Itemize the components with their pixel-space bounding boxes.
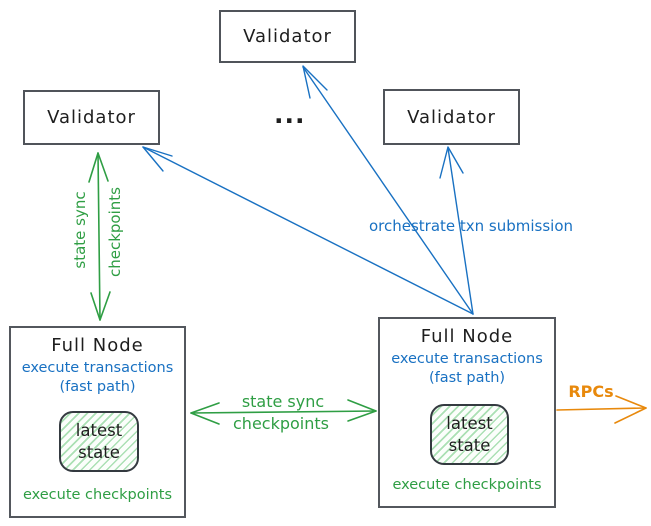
validator-label: Validator xyxy=(243,26,332,47)
latest-state-word1: latest xyxy=(446,414,493,434)
validator-label: Validator xyxy=(47,107,136,128)
state-sync-vertical-label1: state sync xyxy=(71,191,89,269)
latest-state-box: latest state xyxy=(59,411,139,472)
arrow-head-icon xyxy=(439,146,464,179)
orchestrate-txn-submission-label: orchestrate txn submission xyxy=(368,217,574,235)
state-sync-horizontal-label2: checkpoints xyxy=(233,414,329,433)
arrow-head-icon xyxy=(302,65,328,99)
latest-state-word1: latest xyxy=(75,421,123,441)
fast-path-label: (fast path) xyxy=(59,378,136,395)
state-sync-horizontal-line xyxy=(190,410,377,414)
latest-state-word2: state xyxy=(78,442,120,462)
execute-checkpoints-label: execute checkpoints xyxy=(392,477,542,493)
rpc-line xyxy=(556,407,647,411)
validator-label: Validator xyxy=(407,106,496,128)
full-node-box-left: Full Node execute transactions (fast pat… xyxy=(9,326,186,518)
state-sync-vertical-label2: checkpoints xyxy=(106,187,124,277)
validator-box-top: Validator xyxy=(219,10,356,63)
execute-checkpoints-label: execute checkpoints xyxy=(22,487,173,503)
execute-transactions-label: execute transactions xyxy=(21,360,174,376)
fast-path-label: (fast path) xyxy=(428,369,506,386)
arrow-left-head-icon xyxy=(190,402,220,425)
latest-state-box: latest state xyxy=(430,404,509,465)
full-node-title: Full Node xyxy=(420,326,514,347)
full-node-box-right: Full Node execute transactions (fast pat… xyxy=(378,317,556,508)
arrow-right-head-icon xyxy=(347,399,377,422)
execute-transactions-label: execute transactions xyxy=(391,351,543,367)
state-sync-horizontal-label1: state sync xyxy=(241,392,325,411)
validator-box-right: Validator xyxy=(383,89,520,145)
full-node-title: Full Node xyxy=(51,335,144,356)
more-validators-ellipsis: ... xyxy=(274,100,306,129)
arrow-head-icon xyxy=(142,146,173,172)
validator-box-left: Validator xyxy=(23,90,160,145)
latest-state-word2: state xyxy=(448,435,491,455)
state-sync-vertical-line xyxy=(97,152,101,321)
rpcs-label: RPCs xyxy=(568,382,614,401)
arrow-head-icon xyxy=(614,395,647,424)
